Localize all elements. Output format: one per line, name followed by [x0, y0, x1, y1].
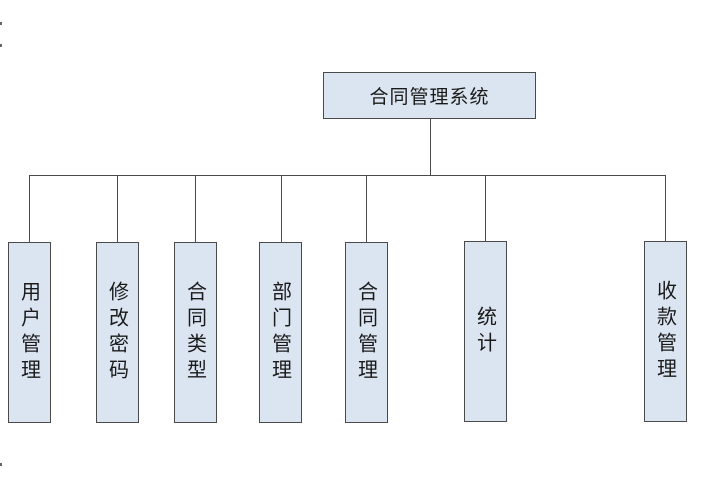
child-node-1: 用户管理: [8, 242, 51, 423]
root-node: 合同管理系统: [323, 72, 536, 119]
drop-line-7: [665, 175, 666, 241]
child-node-6: 统计: [464, 241, 507, 422]
drop-line-2: [117, 175, 118, 242]
edge-mark: [0, 44, 2, 47]
drop-line-6: [485, 175, 486, 241]
drop-line-5: [366, 175, 367, 242]
drop-line-4: [281, 175, 282, 242]
child-node-label: 合同管理: [354, 280, 379, 385]
root-stem-line: [430, 119, 431, 175]
child-node-label: 部门管理: [268, 280, 293, 385]
edge-mark: [0, 463, 2, 466]
child-node-label: 合同类型: [183, 280, 208, 385]
child-node-4: 部门管理: [259, 242, 302, 423]
child-node-label: 统计: [473, 305, 498, 358]
drop-line-1: [29, 175, 30, 242]
root-node-label: 合同管理系统: [369, 86, 490, 108]
child-node-7: 收款管理: [644, 241, 687, 422]
child-node-label: 收款管理: [653, 279, 678, 384]
child-node-label: 修改密码: [105, 280, 130, 385]
child-node-5: 合同管理: [345, 242, 388, 423]
child-node-label: 用户管理: [17, 280, 42, 385]
child-node-2: 修改密码: [96, 242, 139, 423]
edge-mark: [0, 22, 2, 25]
horizontal-bus-line: [29, 175, 666, 176]
drop-line-3: [195, 175, 196, 242]
child-node-3: 合同类型: [174, 242, 217, 423]
